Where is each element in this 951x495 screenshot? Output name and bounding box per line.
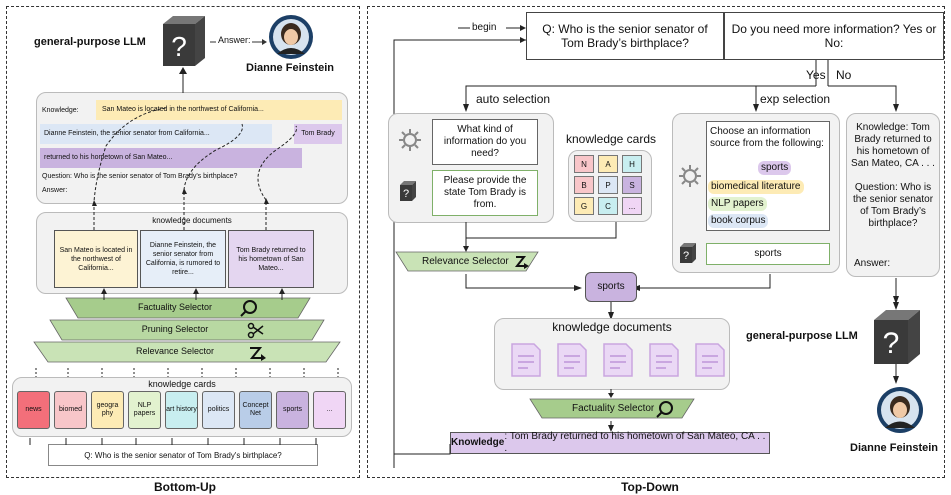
svg-text:?: ?: [683, 250, 689, 262]
knowledge-card: Concept Net: [239, 391, 272, 429]
layer-arrows: [35, 288, 339, 378]
context-line1: San Mateo is located in the northwest of…: [96, 100, 342, 120]
td-sports-node: sports: [585, 272, 637, 302]
avatar-icon: [269, 15, 313, 59]
knowledge-card: news: [17, 391, 50, 429]
knowledge-card: art history: [165, 391, 198, 429]
td-llm-label: general-purpose LLM: [746, 330, 858, 342]
td-knowledge-text: : Tom Brady returned to his hometown of …: [504, 431, 766, 454]
no-label: No: [836, 68, 852, 82]
auto-reply: Please provide the state Tom Brady is fr…: [432, 170, 538, 216]
answer-label: Answer:: [218, 35, 251, 45]
knowledge-card: ...: [313, 391, 346, 429]
document-1: San Mateo is located in the northwest of…: [54, 230, 138, 288]
exp-reply: sports: [706, 243, 830, 265]
pruning-selector: Pruning Selector: [141, 324, 209, 334]
question-arrows: [29, 438, 317, 445]
td-llm-cube-icon: ?: [874, 310, 920, 364]
svg-text:?: ?: [883, 327, 900, 360]
document-icons: [511, 343, 725, 377]
grid-card: C: [598, 197, 618, 215]
grid-card: P: [598, 176, 618, 194]
exp-gear-icon: [679, 165, 701, 187]
grid-card: ...: [622, 197, 642, 215]
knowledge-card: NLP papers: [128, 391, 161, 429]
small-cube-icon: ?: [400, 181, 416, 201]
exp-prompt: Choose an information source from the fo…: [710, 126, 824, 149]
side-answer: Answer:: [854, 258, 891, 269]
grid-card: A: [598, 155, 618, 173]
td-factuality-arrows: [608, 389, 614, 432]
exp-option-biomedical: biomedical literature: [708, 180, 804, 194]
knowledge-documents-title: knowledge documents: [152, 216, 232, 225]
knowledge-card: geogra phy: [91, 391, 124, 429]
begin-label: begin: [472, 22, 497, 33]
llm-label: general-purpose LLM: [34, 36, 146, 48]
knowledge-card: politics: [202, 391, 235, 429]
td-side-arrows: [893, 278, 899, 384]
grid-card: S: [622, 176, 642, 194]
auto-prompt: What kind of information do you need?: [432, 119, 538, 165]
grid-card: B: [574, 176, 594, 194]
td-knowledge-cards-title: knowledge cards: [565, 132, 657, 146]
document-3: Tom Brady returned to his hometown of Sa…: [228, 230, 314, 288]
exp-selection-label: exp selection: [760, 92, 831, 106]
td-loop-line: [394, 444, 451, 455]
context-line2: Dianne Feinstein, the senior senator fro…: [40, 124, 272, 144]
side-question: Question: Who is the senior senator of T…: [852, 182, 934, 229]
svg-text:?: ?: [171, 31, 187, 62]
grid-card: N: [574, 155, 594, 173]
bottom-up-panel: [6, 6, 360, 478]
context-answer: Answer:: [42, 187, 68, 194]
knowledge-card: sports: [276, 391, 309, 429]
td-factuality-selector: Factuality Selector: [572, 403, 655, 414]
exp-option-nlp: NLP papers: [708, 197, 767, 211]
top-down-label: Top-Down: [621, 480, 679, 494]
td-relevance-selector: Relevance Selector: [422, 256, 509, 267]
exp-option-book: book corpus: [708, 214, 769, 228]
td-knowledge-documents-title: knowledge documents: [552, 320, 672, 334]
knowledge-cards-title: knowledge cards: [148, 379, 216, 389]
td-more-info: Do you need more information? Yes or No:: [724, 12, 944, 60]
td-knowledge-label: Knowledge: [451, 437, 505, 448]
td-question: Q: Who is the senior senator of Tom Brad…: [526, 12, 724, 60]
doc-to-context-arrows: [92, 107, 298, 230]
document-2: Dianne Feinstein, the senior senator fro…: [140, 230, 226, 288]
bottom-question: Q: Who is the senior senator of Tom Brad…: [48, 444, 318, 466]
context-line2-tag: Tom Brady: [294, 124, 342, 144]
grid-card: G: [574, 197, 594, 215]
bottom-selectors: [33, 297, 341, 363]
td-avatar-icon: [877, 387, 923, 433]
side-knowledge: Knowledge: Tom Brady returned to his hom…: [851, 122, 935, 169]
begin-arrows: [393, 25, 526, 468]
knowledge-card: biomed: [54, 391, 87, 429]
context-line3: returned to his hometown of San Mateo...: [40, 148, 302, 168]
exp-prompt-box: [706, 121, 830, 231]
top-down-panel: [367, 6, 945, 478]
context-question: Question: Who is the senior senator of T…: [42, 173, 238, 180]
side-context-box: [846, 113, 940, 277]
td-knowledge-result: Knowledge : Tom Brady returned to his ho…: [450, 431, 770, 454]
svg-text:?: ?: [403, 188, 409, 200]
person-name: Dianne Feinstein: [246, 62, 335, 74]
gear-icon: [399, 129, 421, 151]
llm-cube-icon: ?: [163, 16, 205, 66]
exp-option-sports: sports: [758, 161, 792, 175]
context-knowledge-label: Knowledge:: [42, 107, 79, 114]
exp-cube-icon: ?: [680, 243, 696, 263]
td-relevance-selector-shape: [395, 251, 539, 272]
td-person-name: Dianne Feinstein: [850, 442, 939, 454]
td-factuality-selector-shape: [529, 398, 695, 419]
bottom-up-label: Bottom-Up: [154, 480, 216, 494]
factuality-selector: Factuality Selector: [137, 302, 213, 312]
context-to-llm-arrow: [179, 67, 187, 93]
auto-selection-label: auto selection: [476, 92, 551, 106]
grid-card: H: [622, 155, 642, 173]
relevance-selector: Relevance Selector: [135, 346, 215, 356]
answer-arrow: [210, 39, 267, 45]
branch-lines: [463, 60, 899, 112]
